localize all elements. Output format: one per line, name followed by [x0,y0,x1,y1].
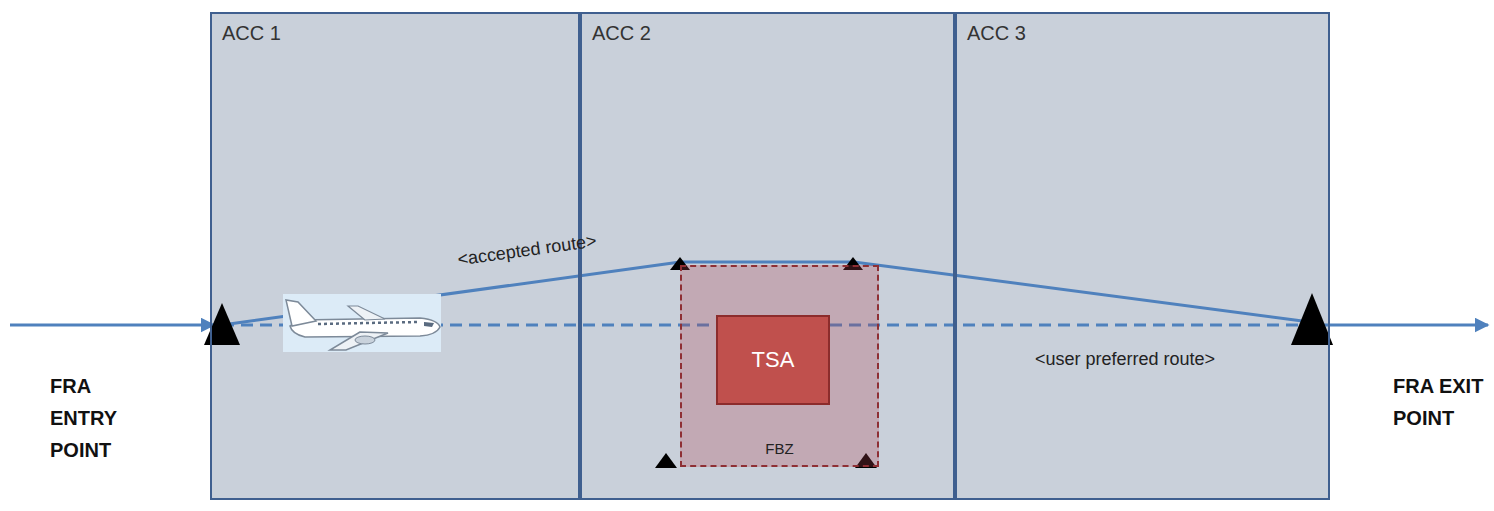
airplane-tail [286,300,316,326]
buffer-zone: FBZ TSA [680,265,879,467]
point-label: FRA EXIT POINT [1393,370,1485,434]
box-label: TSA [752,347,795,373]
outbound-arrow [1312,324,1488,327]
route-label: <accepted route> [456,230,598,270]
box-label: ACC 1 [222,22,281,45]
point-label: FRA ENTRY POINT [50,370,150,466]
box-label: FBZ [682,440,877,457]
airplane-engine [355,336,375,344]
restricted-area: TSA [716,315,830,405]
box-label: ACC 3 [967,22,1026,45]
airplane-cockpit [424,322,434,327]
airplane-wing [330,332,388,350]
airplane-picture [283,294,441,352]
waypoint-triangle [655,453,677,468]
airplane-wing [348,306,385,320]
airplane-background [283,294,441,352]
route-label: <user preferred route> [1035,349,1215,370]
panel-fill [955,12,1330,500]
box-label: ACC 2 [592,22,651,45]
panel-fill [580,12,955,500]
inbound-arrow [10,324,214,327]
exit-point-triangle [1291,293,1333,345]
airplane-windows [318,322,418,324]
control-centre-panel: ACC 3 [955,12,1330,500]
control-centre-panel: ACC 2 FBZ TSA [580,12,955,500]
